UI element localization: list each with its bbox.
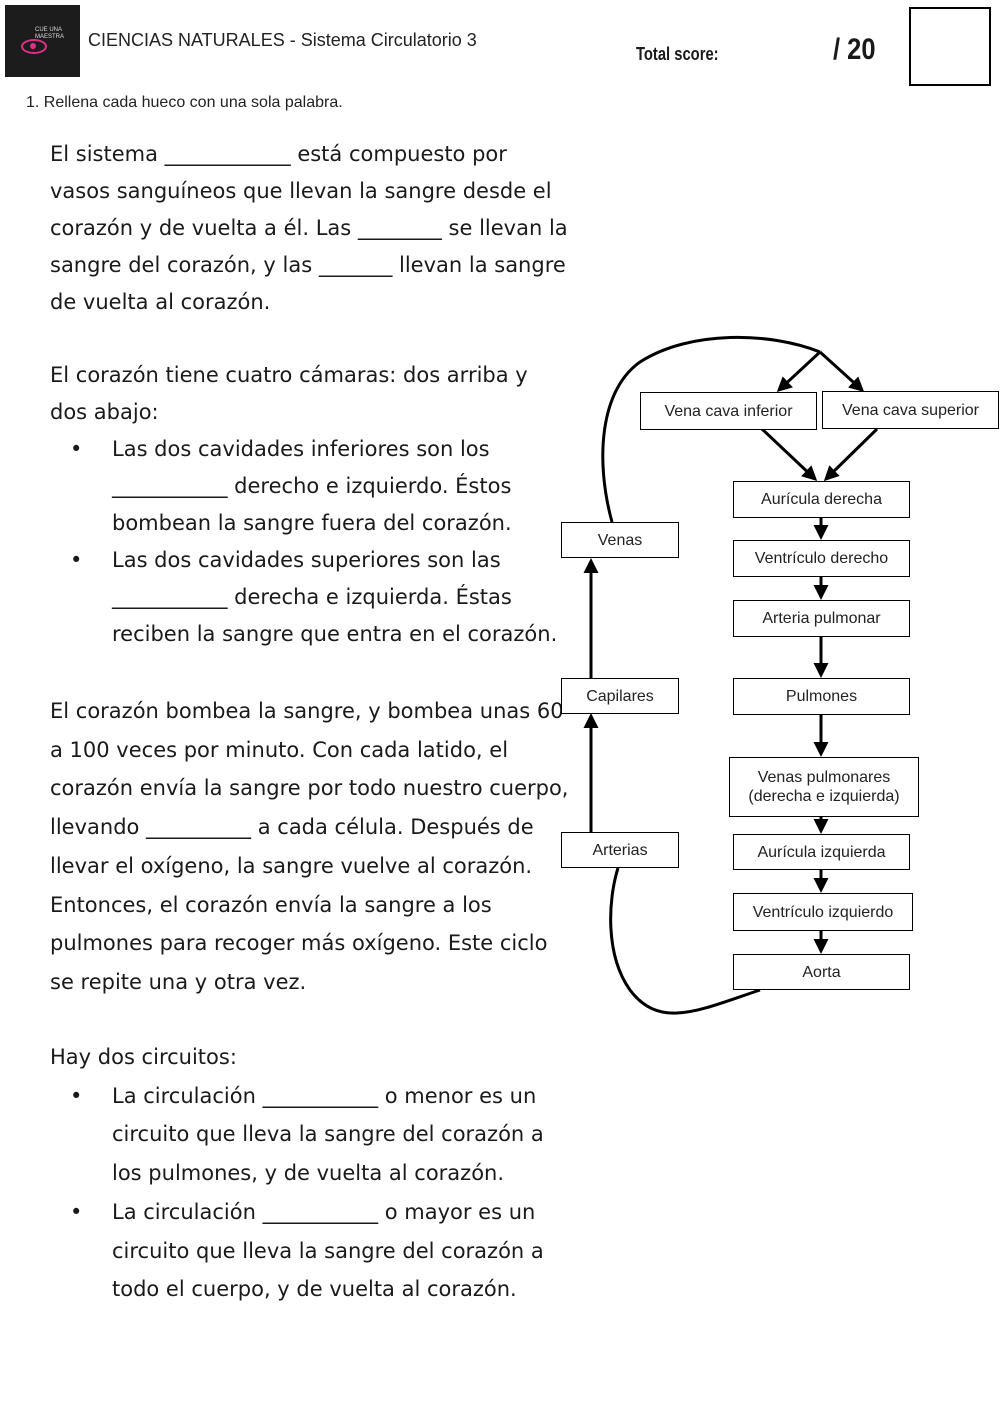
list-item: La circulación ___________ o mayor es un… xyxy=(50,1193,570,1309)
eye-icon xyxy=(21,39,47,54)
arrow-superior-to-auricula xyxy=(823,427,879,482)
paragraph-3: El corazón bombea la sangre, y bombea un… xyxy=(50,692,570,1002)
box-auricula-derecha: Aurícula derecha xyxy=(733,481,910,518)
logo: CUE UNA MAESTRA xyxy=(5,5,80,77)
box-ventriculo-derecho: Ventrículo derecho xyxy=(733,540,910,577)
arrow-to-vena-cava-inferior xyxy=(776,350,822,393)
arrow-inferior-to-auricula xyxy=(760,427,818,482)
logo-text: CUE UNA MAESTRA xyxy=(35,27,65,40)
box-capilares: Capilares xyxy=(561,678,679,714)
paragraph-1: El sistema ____________ está compuesto p… xyxy=(50,136,570,321)
box-vena-cava-inferior: Vena cava inferior xyxy=(640,392,817,430)
paragraph-2-intro: El corazón tiene cuatro cámaras: dos arr… xyxy=(50,363,528,424)
bullet-list: La circulación ___________ o menor es un… xyxy=(50,1077,570,1309)
arrow-to-vena-cava-superior xyxy=(818,350,865,393)
box-ventriculo-izquierdo: Ventrículo izquierdo xyxy=(733,893,913,931)
list-item: La circulación ___________ o menor es un… xyxy=(50,1077,570,1193)
instruction: 1. Rellena cada hueco con una sola palab… xyxy=(26,94,343,111)
paragraph-4: Hay dos circuitos: La circulación ______… xyxy=(50,1038,570,1309)
box-arterias: Arterias xyxy=(561,832,679,868)
box-vena-cava-superior: Vena cava superior xyxy=(822,391,999,429)
box-arteria-pulmonar: Arteria pulmonar xyxy=(733,600,910,637)
page-title: CIENCIAS NATURALES - Sistema Circulatori… xyxy=(88,30,477,50)
box-auricula-izquierda: Aurícula izquierda xyxy=(733,834,910,870)
box-aorta: Aorta xyxy=(733,954,910,990)
score-max: / 20 xyxy=(833,33,876,66)
list-item: Las dos cavidades inferiores son los ___… xyxy=(50,431,570,542)
paragraph-3-text: El corazón bombea la sangre, y bombea un… xyxy=(50,699,569,994)
bullet-list: Las dos cavidades inferiores son los ___… xyxy=(50,431,570,653)
paragraph-2: El corazón tiene cuatro cámaras: dos arr… xyxy=(50,357,570,653)
paragraph-1-text: El sistema ____________ está compuesto p… xyxy=(50,142,568,314)
aorta-loop-curve xyxy=(609,867,761,1015)
eye-pupil xyxy=(30,43,36,49)
paragraph-4-intro: Hay dos circuitos: xyxy=(50,1045,237,1069)
total-score-label: Total score: xyxy=(636,44,719,64)
box-pulmones: Pulmones xyxy=(733,678,910,715)
box-venas-pulmonares: Venas pulmonares (derecha e izquierda) xyxy=(729,757,919,817)
list-item: Las dos cavidades superiores son las ___… xyxy=(50,542,570,653)
box-venas: Venas xyxy=(561,522,679,558)
score-box xyxy=(909,7,991,86)
